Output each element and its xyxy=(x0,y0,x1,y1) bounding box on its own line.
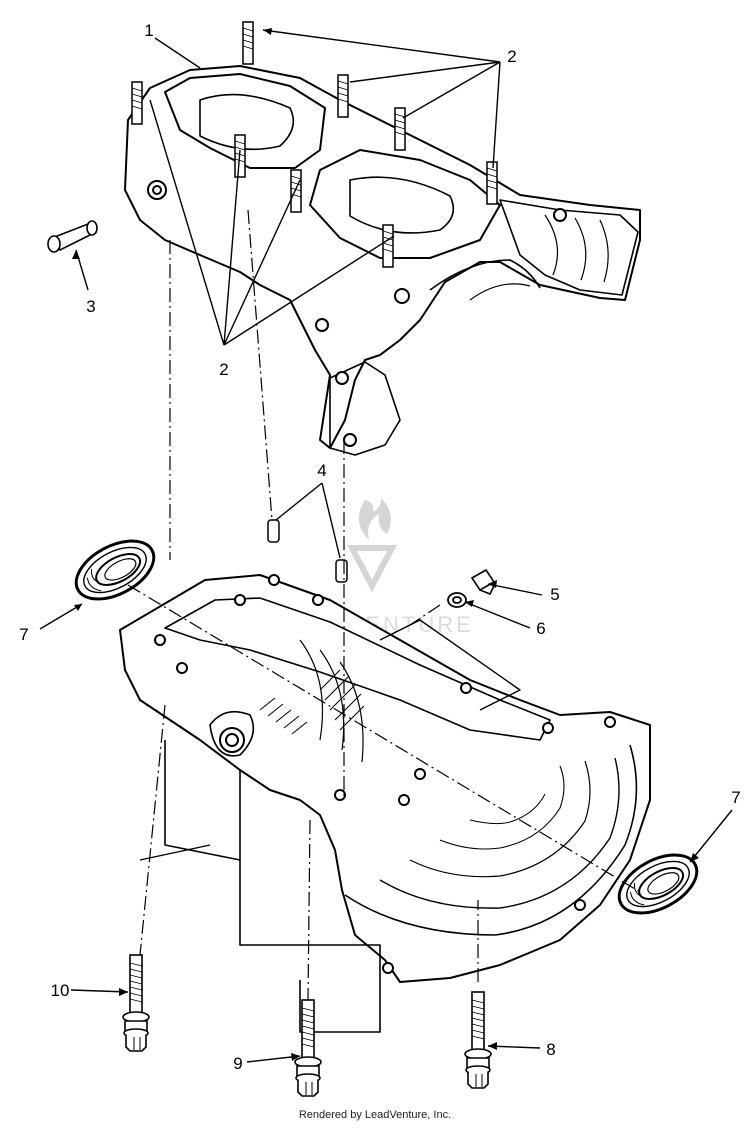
callout-2-top: 2 xyxy=(507,47,516,66)
callout-3: 3 xyxy=(86,297,95,316)
assembly-guide-lines xyxy=(127,209,641,1001)
footer-credit: Rendered by LeadVenture, Inc. xyxy=(298,1109,452,1121)
dowel-pin-part-3 xyxy=(47,220,98,253)
washer-part-6 xyxy=(447,592,467,608)
plug-part-5 xyxy=(470,568,496,596)
bolt-part-9 xyxy=(294,999,322,1097)
callout-4: 4 xyxy=(317,461,326,480)
callout-1: 1 xyxy=(144,21,153,40)
lower-crankcase xyxy=(119,574,651,1033)
bolt-part-10 xyxy=(122,954,150,1052)
callout-9: 9 xyxy=(233,1054,242,1073)
callout-8: 8 xyxy=(546,1040,555,1059)
callout-7-right: 7 xyxy=(731,788,740,807)
leader-lines xyxy=(39,29,733,1063)
leader-arrowheads xyxy=(72,28,699,1061)
oil-seal-left-part-7 xyxy=(65,527,165,613)
callout-7-left: 7 xyxy=(19,625,28,644)
bolt-part-8 xyxy=(464,991,492,1089)
callout-10: 10 xyxy=(51,981,70,1000)
alignment-pins-part-4 xyxy=(267,519,348,583)
callout-5: 5 xyxy=(550,585,559,604)
callout-6: 6 xyxy=(536,619,545,638)
callout-2-lower: 2 xyxy=(219,360,228,379)
